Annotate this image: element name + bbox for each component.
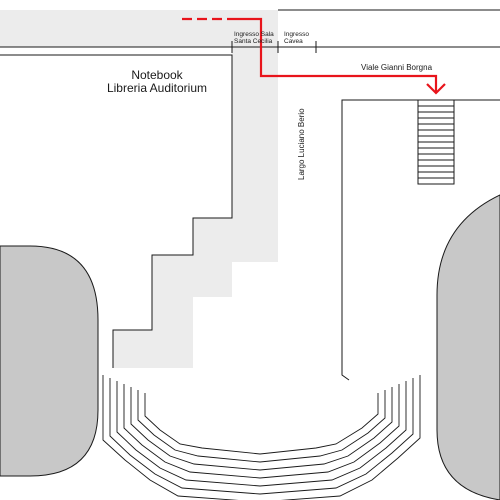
route-path [182,17,438,92]
street-label-viale: Viale Gianni Borgna [361,63,433,72]
staircase [417,99,455,185]
entrance-sala-line2: Santa Cecilia [234,38,273,45]
concert-hall-right [436,194,500,500]
entrance-markers [231,41,317,53]
notebook-building-outline [0,54,233,368]
entrance-cavea-line2: Cavea [284,38,303,45]
pedestrian-area-top [0,10,278,47]
concert-hall-left [0,245,99,477]
chevron-down-icon [426,83,446,95]
entrance-sala-line1: Ingresso Sala [234,31,274,38]
cavea-amphitheatre [102,375,421,500]
street-label-largo: Largo Luciano Berio [297,108,306,180]
entrance-cavea-line1: Ingresso [284,31,309,38]
venue-name-line2: Libreria Auditorium [107,81,207,95]
street-lines [0,9,500,48]
venue-name-line1: Notebook [131,68,183,82]
pedestrian-area-steps [113,47,278,368]
